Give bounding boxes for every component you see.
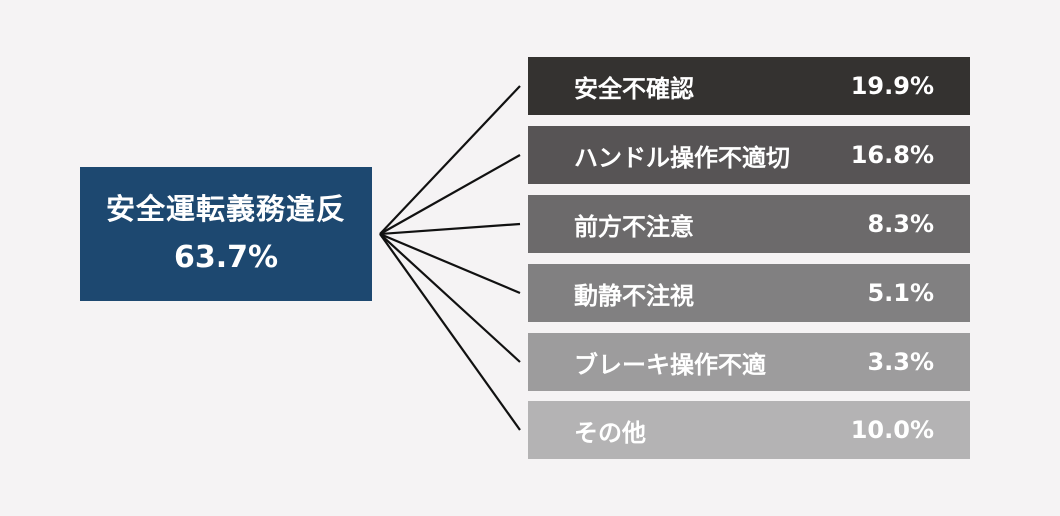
category-value: 16.8%	[850, 141, 934, 169]
category-value: 5.1%	[867, 279, 934, 307]
connector-line	[379, 154, 521, 235]
category-box-improper-steering: ハンドル操作不適切 16.8%	[528, 126, 970, 184]
connector-line	[379, 233, 521, 431]
connector-line	[379, 233, 521, 363]
category-box-inattention: 前方不注意 8.3%	[528, 195, 970, 253]
connector-line	[379, 85, 521, 235]
category-label: ハンドル操作不適切	[574, 143, 790, 172]
category-label: ブレーキ操作不適	[574, 350, 766, 379]
connector-line	[379, 232, 521, 295]
root-category-box: 安全運転義務違反 63.7%	[80, 167, 372, 301]
category-label: その他	[574, 418, 646, 447]
connector-line	[379, 222, 521, 236]
category-label: 安全不確認	[574, 74, 694, 103]
category-box-other: その他 10.0%	[528, 401, 970, 459]
root-category-value: 63.7%	[173, 240, 279, 276]
category-box-unconfirmed-safety: 安全不確認 19.9%	[528, 57, 970, 115]
root-category-label: 安全運転義務違反	[105, 191, 346, 226]
category-value: 19.9%	[850, 72, 934, 100]
category-value: 10.0%	[850, 416, 934, 444]
category-label: 前方不注意	[574, 212, 694, 241]
category-value: 3.3%	[867, 348, 934, 376]
category-label: 動静不注視	[574, 281, 694, 310]
category-value: 8.3%	[867, 210, 934, 238]
category-box-motion-neglect: 動静不注視 5.1%	[528, 264, 970, 322]
category-box-improper-braking: ブレーキ操作不適 3.3%	[528, 333, 970, 391]
